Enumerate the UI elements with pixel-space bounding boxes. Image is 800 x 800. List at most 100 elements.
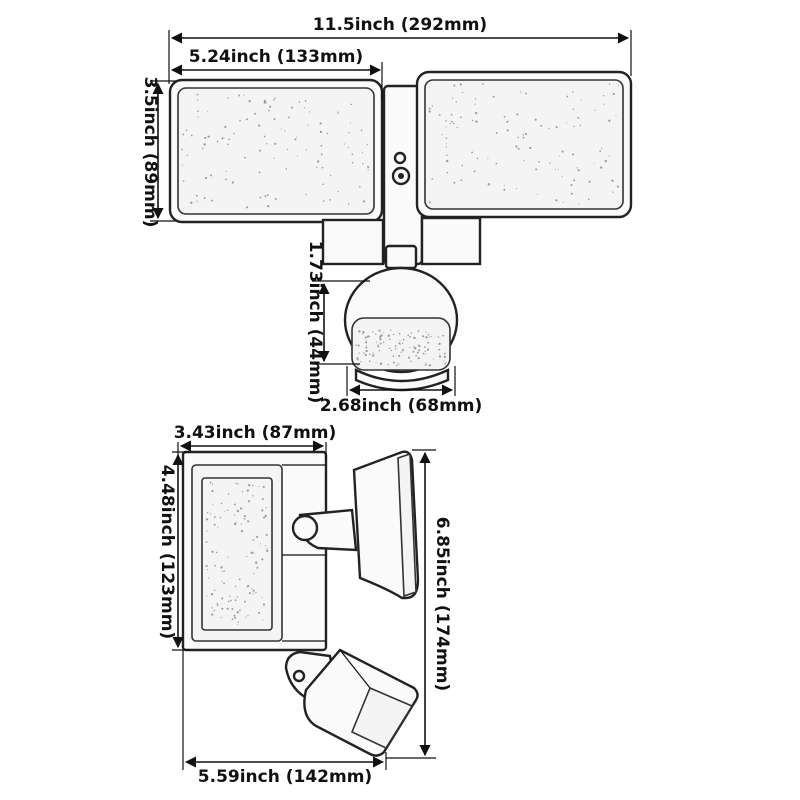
texture-dot <box>284 130 286 132</box>
texture-dot <box>422 335 424 338</box>
texture-dot <box>337 111 339 113</box>
texture-dot <box>262 485 265 488</box>
texture-dot <box>266 547 268 550</box>
texture-dot <box>362 333 364 335</box>
texture-dot <box>392 333 395 336</box>
texture-dot <box>426 348 430 351</box>
texture-dot <box>304 100 307 102</box>
texture-dot <box>231 181 234 184</box>
texture-dot <box>250 551 253 554</box>
texture-dot <box>413 336 416 340</box>
texture-dot <box>319 122 322 125</box>
texture-dot <box>305 193 307 196</box>
texture-dot <box>410 360 412 363</box>
texture-dot <box>233 503 236 506</box>
texture-dot <box>554 168 557 170</box>
sensor-lens <box>351 317 451 371</box>
texture-dot <box>266 143 268 145</box>
texture-dot <box>365 349 368 353</box>
head-width-label: 5.24inch (133mm) <box>189 47 363 67</box>
texture-dot <box>221 597 224 600</box>
texture-dot <box>364 336 367 339</box>
texture-dot <box>362 163 364 165</box>
texture-dot <box>262 603 266 606</box>
texture-dot <box>266 193 269 196</box>
texture-dot <box>476 157 479 160</box>
texture-dot <box>409 347 411 349</box>
texture-dot <box>240 529 244 533</box>
texture-dot <box>451 97 454 99</box>
texture-dot <box>397 363 399 365</box>
texture-dot <box>247 520 250 523</box>
texture-dot <box>266 549 269 552</box>
texture-dot <box>378 349 381 352</box>
texture-dot <box>383 331 385 333</box>
texture-dot <box>517 147 520 150</box>
texture-dot <box>452 122 455 125</box>
texture-dot <box>213 609 215 612</box>
texture-dot <box>523 159 525 162</box>
head-height-label: 3.5inch (89mm) <box>140 77 160 228</box>
texture-dot <box>401 342 404 344</box>
texture-dot <box>398 332 401 335</box>
texture-dot <box>296 136 298 138</box>
texture-dot <box>432 358 434 360</box>
texture-dot <box>358 330 361 333</box>
right-lamp-lens <box>424 79 624 210</box>
texture-dot <box>268 109 270 112</box>
texture-dot <box>579 124 582 127</box>
texture-dot <box>461 164 464 167</box>
total-height-label: 6.85inch (174mm) <box>432 517 452 691</box>
texture-dot <box>413 346 415 348</box>
side-depth-label: 3.43inch (87mm) <box>174 423 337 443</box>
texture-dot <box>438 342 441 345</box>
texture-dot <box>394 345 397 347</box>
texture-dot <box>248 592 251 595</box>
texture-dot <box>390 349 393 352</box>
texture-dot <box>372 331 374 333</box>
texture-dot <box>221 137 224 140</box>
texture-dot <box>226 607 229 610</box>
texture-dot <box>573 179 576 182</box>
texture-dot <box>424 350 426 352</box>
texture-dot <box>210 593 214 596</box>
texture-dot <box>296 155 299 157</box>
texture-dot <box>446 171 449 174</box>
texture-dot <box>427 341 430 344</box>
texture-dot <box>266 102 268 104</box>
texture-dot <box>557 169 560 171</box>
texture-dot <box>256 535 259 539</box>
texture-dot <box>555 199 558 202</box>
texture-dot <box>427 333 430 336</box>
texture-dot <box>206 511 209 514</box>
texture-dot <box>417 357 420 360</box>
texture-dot <box>367 169 369 171</box>
texture-dot <box>251 588 253 590</box>
texture-dot <box>273 157 275 159</box>
texture-dot <box>210 199 213 202</box>
texture-dot <box>246 489 249 492</box>
texture-dot <box>225 178 227 181</box>
texture-dot <box>608 119 611 122</box>
texture-dot <box>236 482 239 485</box>
texture-dot <box>263 99 266 103</box>
front-dimensions: 11.5inch (292mm) 5.24inch (133mm) 3.5inc… <box>140 15 632 416</box>
texture-dot <box>207 135 210 138</box>
texture-dot <box>256 566 259 569</box>
texture-dot <box>220 502 223 505</box>
texture-dot <box>351 161 354 164</box>
lens-texture <box>181 83 620 625</box>
texture-dot <box>223 137 225 139</box>
texture-dot <box>264 514 267 518</box>
texture-dot <box>438 114 441 116</box>
texture-dot <box>211 483 214 485</box>
texture-dot <box>246 206 249 209</box>
total-width-label: 11.5inch (292mm) <box>313 15 487 35</box>
texture-dot <box>206 530 208 532</box>
texture-dot <box>612 191 614 193</box>
texture-dot <box>308 111 310 113</box>
texture-dot <box>415 354 417 357</box>
screw-knob-center <box>398 173 404 179</box>
texture-dot <box>206 595 208 597</box>
texture-dot <box>453 84 456 87</box>
